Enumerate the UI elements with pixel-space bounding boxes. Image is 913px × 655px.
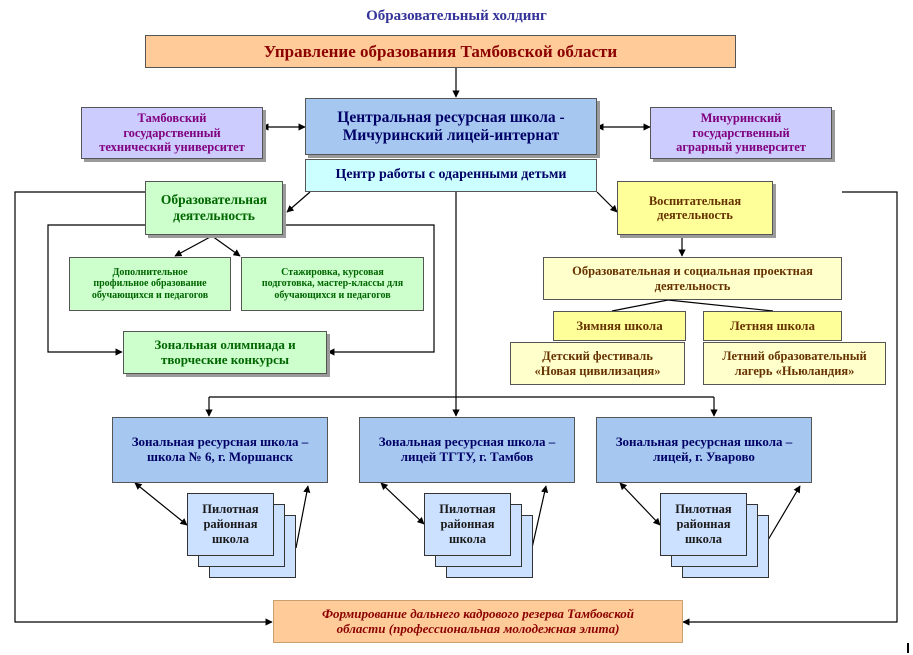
- pilot3-left: [619, 482, 661, 526]
- node-edu-activity-label: Образовательная деятельность: [160, 192, 268, 223]
- pilot-school-2: Пилотная районная школа: [424, 493, 511, 556]
- node-management-label: Управление образования Тамбовской област…: [263, 41, 618, 61]
- node-internship-label: Стажировка, курсовая подготовка, мастер-…: [261, 266, 404, 301]
- node-left-university-label: Тамбовский государственный технический у…: [99, 111, 245, 155]
- node-left-university: Тамбовский государственный технический у…: [81, 107, 263, 159]
- pilot-school-1-label: Пилотная районная школа: [202, 502, 259, 546]
- pilot2-right: [531, 485, 549, 549]
- node-right-university-label: Мичуринский государственный аграрный уни…: [676, 111, 806, 155]
- node-central-school-label: Центральная ресурсная школа - Мичурински…: [337, 108, 565, 144]
- node-edu-activity: Образовательная деятельность: [145, 181, 283, 235]
- node-zone-tambov-label: Зональная ресурсная школа – лицей ТГТУ, …: [378, 434, 556, 464]
- pilot-school-3: Пилотная районная школа: [660, 493, 747, 556]
- pilot2-left: [380, 482, 425, 525]
- node-summer-school-label: Летняя школа: [730, 317, 815, 333]
- arrow-add-edu: [174, 235, 213, 257]
- node-project-activity-label: Образовательная и социальная проектная д…: [572, 264, 813, 293]
- node-camp: Летний образовательный лагерь «Ньюландия…: [703, 342, 886, 385]
- node-winter-school: Зимняя школа: [553, 311, 686, 341]
- node-olympiad-label: Зональная олимпиада и творческие конкурс…: [154, 336, 296, 367]
- pilot1-left: [134, 482, 188, 526]
- pilot-school-3-label: Пилотная районная школа: [675, 502, 732, 546]
- node-central-school: Центральная ресурсная школа - Мичурински…: [305, 98, 597, 155]
- pilot-school-1: Пилотная районная школа: [187, 493, 274, 556]
- fan-winter: [611, 299, 669, 312]
- page-title: Образовательный холдинг: [366, 8, 547, 24]
- node-gifted-center: Центр работы с одаренными детьми: [305, 159, 597, 192]
- pilot-school-2-label: Пилотная районная школа: [439, 502, 496, 546]
- node-management: Управление образования Тамбовской област…: [145, 35, 736, 68]
- node-project-activity: Образовательная и социальная проектная д…: [543, 257, 842, 300]
- node-zone-morshansk: Зональная ресурсная школа – школа № 6, г…: [112, 417, 328, 483]
- pilot1-right: [295, 485, 311, 549]
- arrow-edu: [286, 191, 311, 213]
- edge-mark: [907, 643, 909, 653]
- node-right-university: Мичуринский государственный аграрный уни…: [650, 107, 832, 159]
- node-zone-morshansk-label: Зональная ресурсная школа – школа № 6, г…: [131, 434, 309, 464]
- node-personnel-reserve-label: Формирование дальнего кадрового резерва …: [321, 605, 635, 636]
- node-zone-tambov: Зональная ресурсная школа – лицей ТГТУ, …: [359, 417, 575, 483]
- outer-right: [682, 191, 898, 626]
- node-additional-edu-label: Дополнительное профильное образование об…: [91, 266, 209, 301]
- node-upbringing-label: Воспитательная деятельность: [648, 193, 742, 222]
- node-personnel-reserve: Формирование дальнего кадрового резерва …: [273, 600, 683, 643]
- bracket-left: [47, 224, 148, 356]
- arrow-upbringing: [596, 191, 618, 213]
- node-zone-uvarovo: Зональная ресурсная школа – лицей, г. Ув…: [596, 417, 812, 483]
- node-gifted-center-label: Центр работы с одаренными детьми: [335, 167, 567, 183]
- node-internship: Стажировка, курсовая подготовка, мастер-…: [241, 257, 424, 311]
- node-summer-school: Летняя школа: [703, 311, 842, 341]
- pilot3-right: [767, 485, 801, 541]
- fan-summer: [667, 299, 774, 312]
- node-festival-label: Детский фестиваль «Новая цивилизация»: [534, 349, 661, 378]
- node-olympiad: Зональная олимпиада и творческие конкурс…: [123, 331, 327, 374]
- node-winter-school-label: Зимняя школа: [576, 317, 663, 333]
- node-festival: Детский фестиваль «Новая цивилизация»: [510, 342, 685, 385]
- node-camp-label: Летний образовательный лагерь «Ньюландия…: [722, 349, 867, 378]
- arrow-internship: [211, 235, 241, 257]
- outer-left: [14, 191, 273, 626]
- bracket-right: [285, 224, 435, 356]
- node-zone-uvarovo-label: Зональная ресурсная школа – лицей, г. Ув…: [615, 434, 793, 464]
- node-upbringing: Воспитательная деятельность: [617, 181, 773, 235]
- node-additional-edu: Дополнительное профильное образование об…: [69, 257, 231, 311]
